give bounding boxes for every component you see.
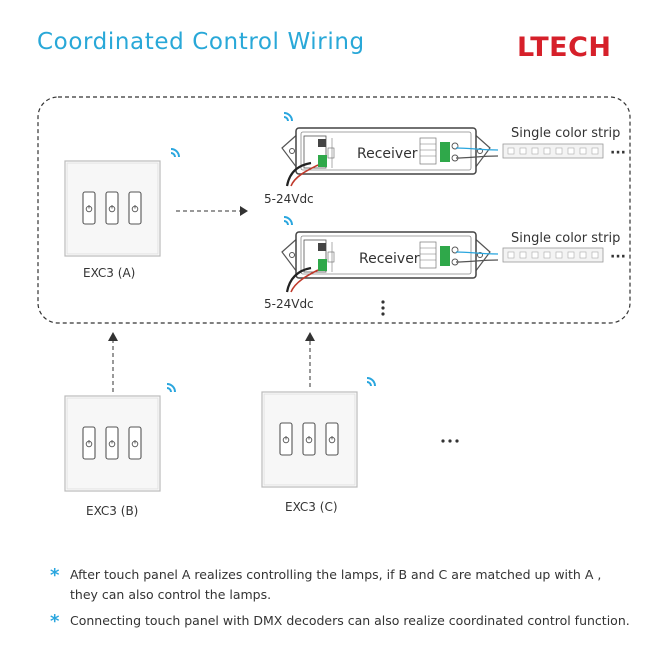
- led-strip: [502, 247, 604, 263]
- receiver-2-label: Receiver: [359, 251, 420, 267]
- wireless-icon: [170, 148, 180, 158]
- svg-text:···: ···: [610, 145, 626, 161]
- note-1-line-1: After touch panel A realizes controlling…: [70, 567, 602, 582]
- touch-panel-b: EXC3 (B): [65, 383, 176, 518]
- wireless-icon: [366, 377, 376, 387]
- touch-panel-a: EXC3 (A): [65, 148, 180, 280]
- wireless-icon: [283, 112, 293, 122]
- wireless-icon: [166, 383, 176, 393]
- page-title: Coordinated Control Wiring: [37, 29, 365, 55]
- horizontal-ellipsis-icon: [441, 439, 459, 443]
- receiver-1: Receiver 5-24Vdc ··· Single color strip: [264, 112, 626, 206]
- led-strip: [502, 143, 604, 159]
- note-2-line-1: Connecting touch panel with DMX decoders…: [70, 613, 630, 628]
- receiver-1-power-label: 5-24Vdc: [264, 192, 314, 206]
- panel-b-label: EXC3 (B): [86, 504, 138, 518]
- brand-logo: LTECH: [517, 32, 612, 63]
- note-2: * Connecting touch panel with DMX decoder…: [50, 611, 630, 631]
- touch-panel-c: EXC3 (C): [262, 377, 376, 514]
- receiver-1-label: Receiver: [357, 146, 418, 162]
- svg-text:···: ···: [610, 249, 626, 265]
- note-1-line-2: they can also control the lamps.: [70, 587, 272, 602]
- receiver-1-strip-label: Single color strip: [511, 126, 620, 141]
- wireless-icon: [283, 216, 293, 226]
- group-boundary: [37, 96, 631, 324]
- asterisk-icon: *: [50, 611, 60, 632]
- panel-a-label: EXC3 (A): [83, 266, 135, 280]
- vertical-ellipsis-icon: [381, 300, 385, 316]
- receiver-2: Receiver 5-24Vdc ··· Single color strip: [264, 216, 626, 311]
- asterisk-icon: *: [50, 565, 60, 586]
- receiver-2-strip-label: Single color strip: [511, 231, 620, 246]
- panel-c-label: EXC3 (C): [285, 500, 338, 514]
- note-1: * After touch panel A realizes controllin…: [50, 565, 601, 604]
- receiver-2-power-label: 5-24Vdc: [264, 297, 314, 311]
